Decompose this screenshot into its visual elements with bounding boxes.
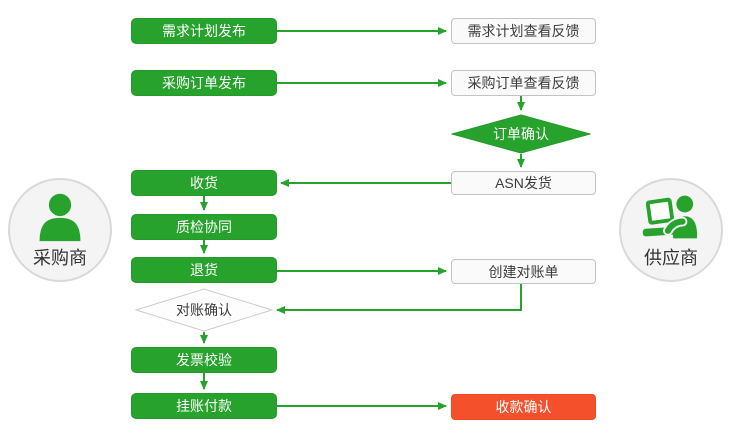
- edge-statement-to-recon-confirm: [276, 284, 522, 314]
- node-receipt-confirm: 收款确认: [451, 394, 596, 420]
- node-invoice: 发票校验: [131, 347, 277, 373]
- person-icon: [39, 193, 81, 241]
- node-receive: 收货: [131, 170, 277, 196]
- buyer-label: 采购商: [33, 247, 87, 268]
- node-po-view: 采购订单查看反馈: [451, 70, 596, 96]
- node-return: 退货: [131, 257, 277, 283]
- order-confirm-diamond-shape: [451, 114, 591, 154]
- supplier-label: 供应商: [644, 247, 698, 268]
- buyer-actor: 采购商: [8, 178, 112, 282]
- person-laptop-icon: [642, 195, 698, 238]
- node-recon-confirm-label: 对账确认: [176, 302, 232, 318]
- node-demand-publish: 需求计划发布: [131, 18, 277, 44]
- recon-confirm-diamond-shape: [135, 288, 273, 332]
- node-order-confirm: 订单确认: [451, 114, 591, 154]
- node-po-publish: 采购订单发布: [131, 70, 277, 96]
- node-quality: 质检协同: [131, 214, 277, 240]
- node-order-confirm-label: 订单确认: [493, 126, 549, 142]
- node-payment: 挂账付款: [131, 393, 277, 419]
- node-demand-view: 需求计划查看反馈: [451, 18, 596, 44]
- node-recon-confirm: 对账确认: [135, 288, 273, 332]
- supplier-actor: 供应商: [619, 178, 723, 282]
- node-statement: 创建对账单: [451, 259, 596, 284]
- node-asn: ASN发货: [451, 171, 596, 195]
